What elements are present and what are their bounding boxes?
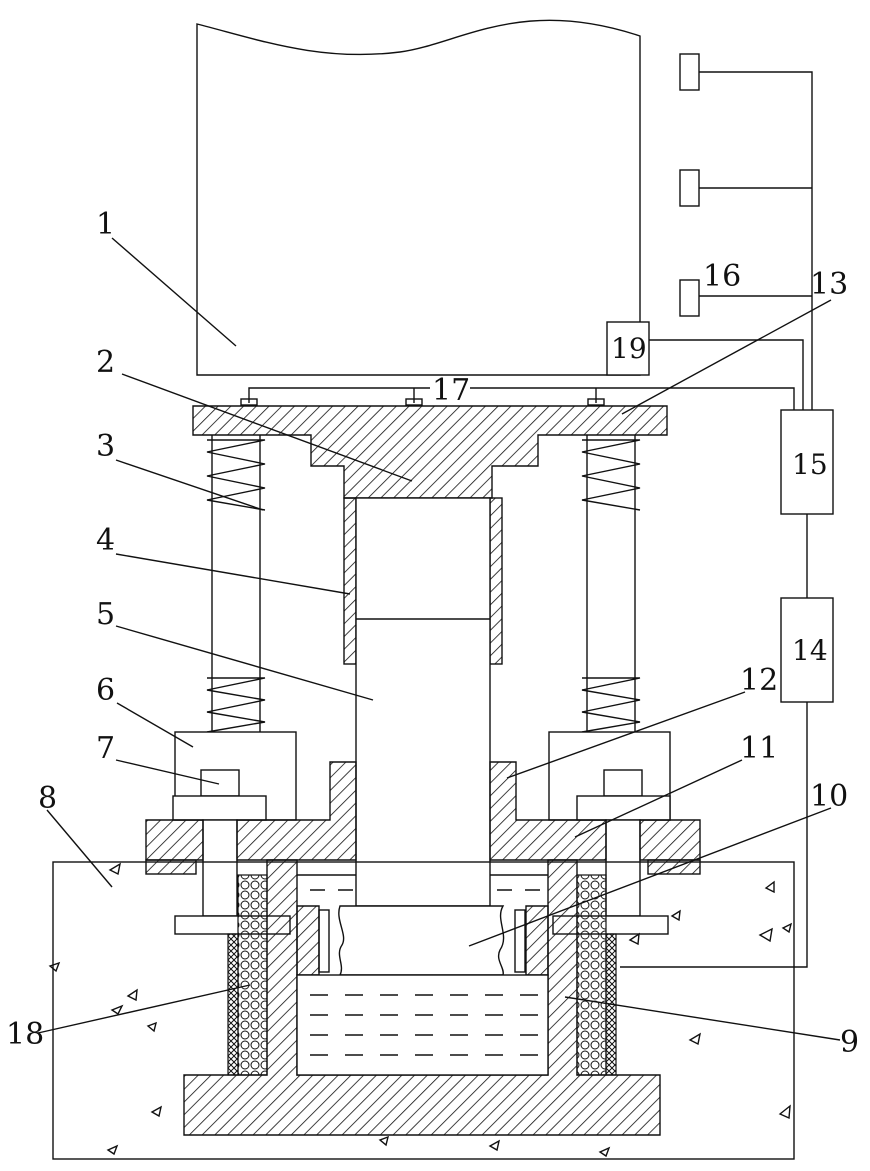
callout-8: 8 — [38, 781, 57, 816]
top-plate-13 — [193, 406, 667, 498]
piston-rod-5 — [356, 498, 490, 906]
cylinder-inner-wall-right — [526, 906, 548, 975]
callout-7: 7 — [96, 731, 115, 766]
sleeve-4 — [344, 498, 356, 664]
oil-lower — [297, 975, 548, 1075]
callout-9: 9 — [840, 1025, 859, 1060]
callout-16: 16 — [703, 259, 741, 294]
coil-casing-left — [228, 934, 238, 1075]
callout-5: 5 — [96, 597, 115, 632]
coil-18-left — [238, 875, 267, 1075]
callout-18: 18 — [6, 1017, 44, 1052]
upper-body-1 — [197, 20, 640, 375]
callout-1: 1 — [96, 207, 115, 242]
callout-12: 12 — [740, 663, 778, 698]
cylinder-inner-wall-left — [297, 906, 319, 975]
sensor-group-16 — [680, 54, 812, 410]
wire-19-15 — [649, 340, 803, 410]
spring-3-lower-left — [207, 678, 265, 732]
callout-3: 3 — [96, 429, 115, 464]
sleeve-4-right — [490, 498, 502, 664]
piston-head-10 — [339, 906, 504, 975]
callout-13: 13 — [810, 267, 848, 302]
spring-3-lower-right — [582, 678, 640, 732]
spring-3-upper-right — [582, 440, 640, 510]
coil-18-right — [577, 875, 606, 1075]
spring-3-upper-left — [207, 440, 265, 510]
callout-6: 6 — [96, 673, 115, 708]
box-15-label: 15 — [792, 448, 828, 481]
callout-4: 4 — [96, 523, 115, 558]
callout-10: 10 — [810, 779, 848, 814]
box-19-label: 19 — [611, 332, 647, 365]
callout-11: 11 — [740, 731, 778, 766]
box-14-label: 14 — [792, 634, 828, 667]
callout-2: 2 — [96, 345, 115, 380]
callout-17: 17 — [432, 373, 470, 408]
